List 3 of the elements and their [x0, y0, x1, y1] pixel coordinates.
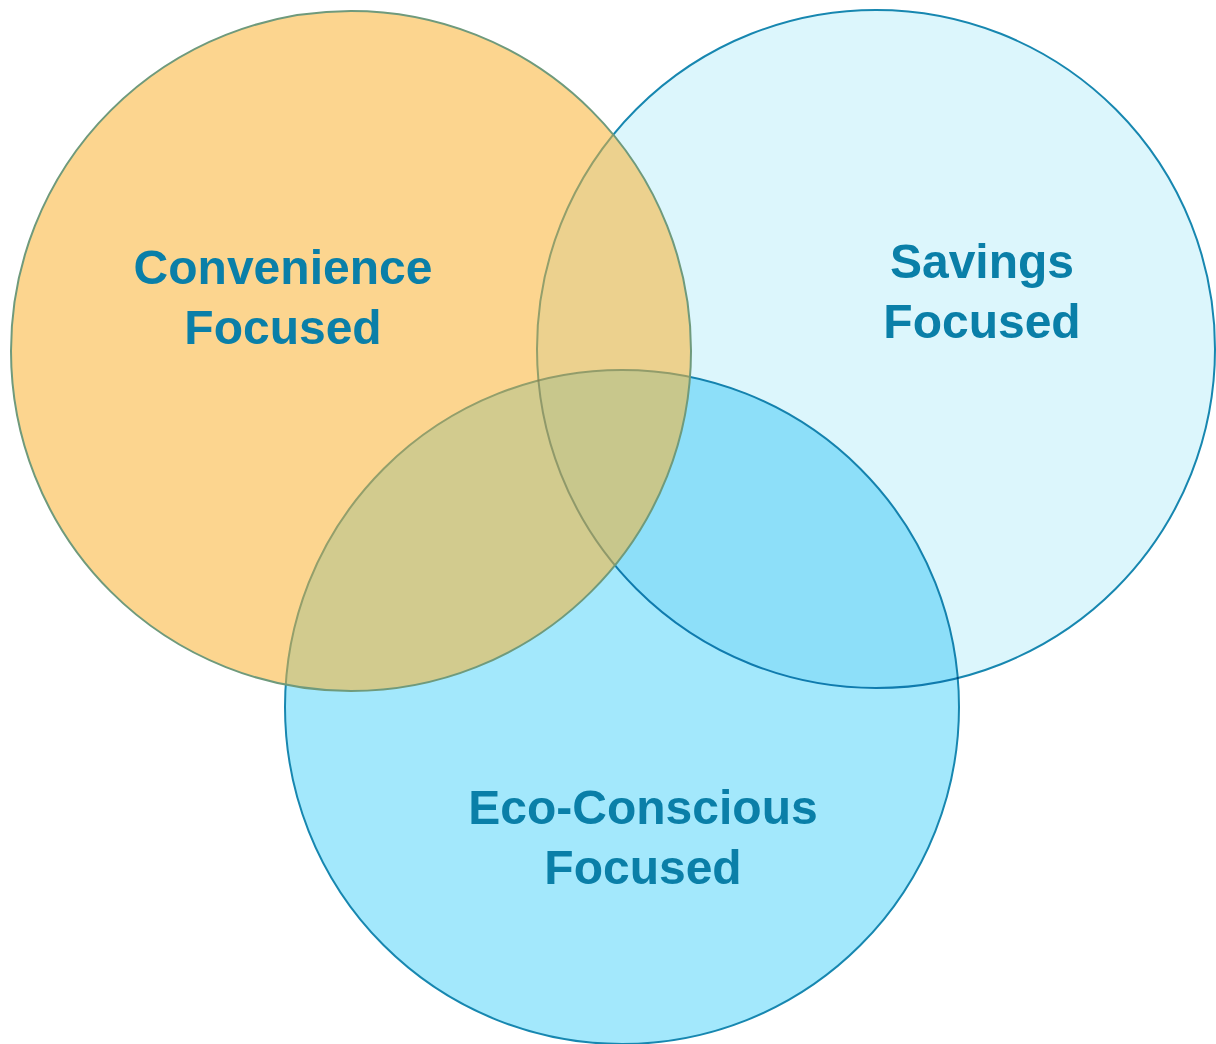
circle-label: Savings Focused: [882, 234, 1082, 350]
circle-label: Eco-Conscious Focused: [467, 780, 819, 896]
circle-label: Convenience Focused: [132, 240, 434, 356]
